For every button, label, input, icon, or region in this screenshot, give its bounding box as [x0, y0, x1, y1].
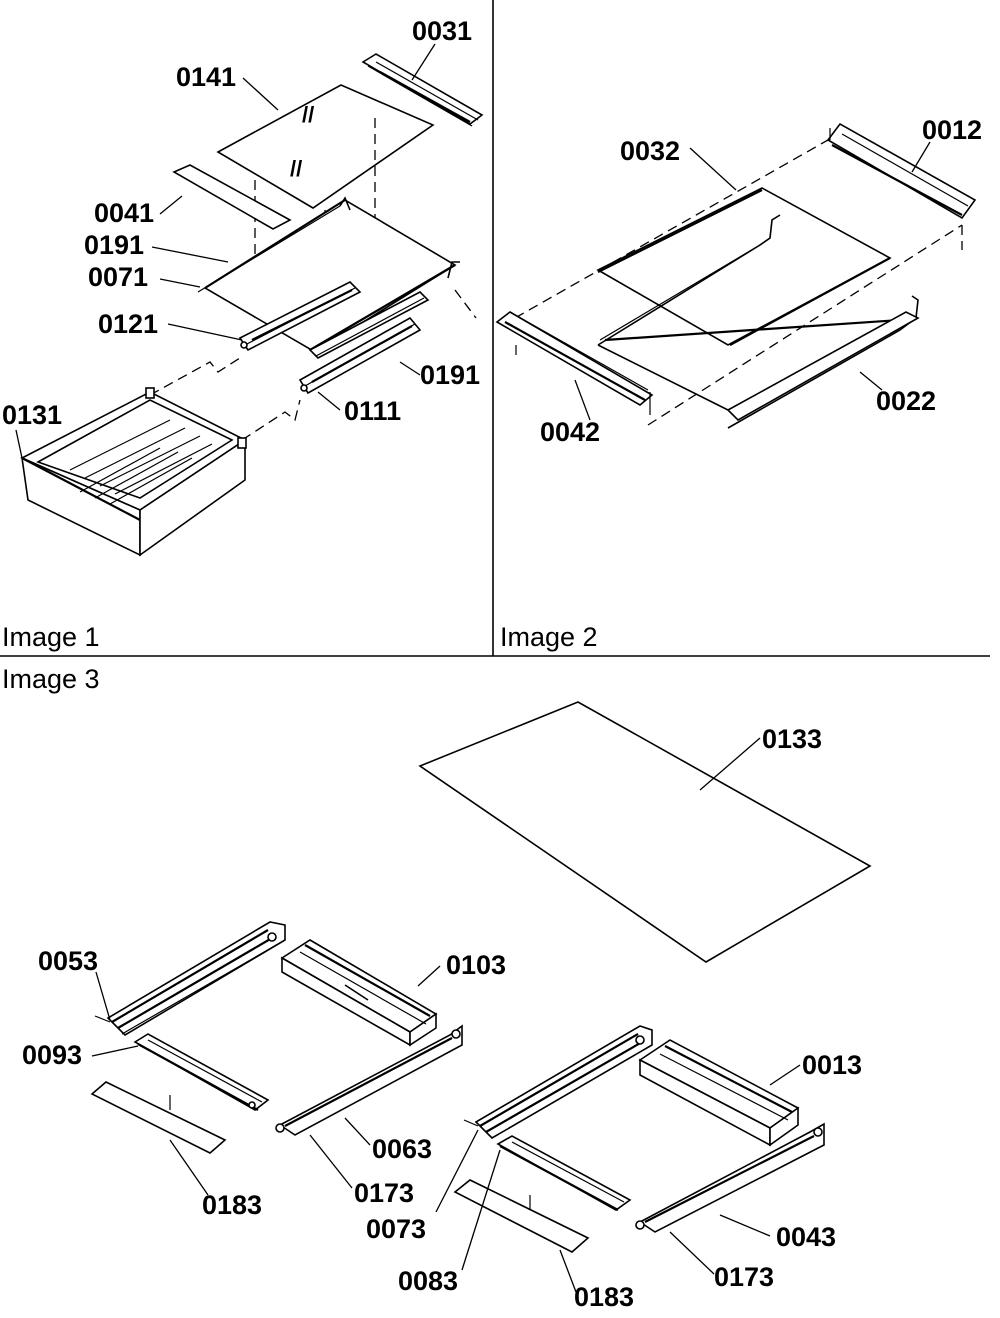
image1-panel: // //	[2, 16, 484, 652]
label-0173-right: 0173	[714, 1262, 774, 1292]
label-0053: 0053	[38, 946, 98, 976]
label-0022: 0022	[876, 386, 936, 416]
rail-0031	[361, 53, 484, 127]
front-strip-0041	[172, 164, 292, 230]
rail-0012	[826, 122, 977, 220]
label-0043: 0043	[776, 1222, 836, 1252]
label-0093: 0093	[22, 1040, 82, 1070]
label-0012: 0012	[922, 115, 982, 145]
label-0111: 0111	[344, 396, 401, 426]
panel-label-image1: Image 1	[2, 622, 100, 652]
label-0013: 0013	[802, 1050, 862, 1080]
label-0031: 0031	[412, 16, 472, 46]
label-0183-right: 0183	[574, 1282, 634, 1312]
label-0191-lower: 0191	[420, 360, 480, 390]
glass-shelf-0141	[216, 84, 435, 209]
crisper-drawer-0131	[20, 387, 247, 557]
label-0183-left: 0183	[202, 1190, 262, 1220]
front-strip-0042	[495, 311, 654, 406]
svg-text://: //	[302, 102, 314, 127]
label-0133: 0133	[762, 724, 822, 754]
svg-text://: //	[290, 156, 302, 181]
left-assembly	[90, 921, 463, 1154]
frame-0022	[597, 214, 920, 429]
label-0032: 0032	[620, 136, 680, 166]
image2-panel: 0032 0012 0042 0022 Image 2	[495, 115, 982, 652]
label-0191-upper: 0191	[84, 230, 144, 260]
panel-label-image3: Image 3	[2, 664, 100, 694]
label-0071: 0071	[88, 262, 148, 292]
glass-shelf-0133	[418, 701, 872, 963]
label-0041: 0041	[94, 198, 154, 228]
label-0173-left: 0173	[354, 1178, 414, 1208]
label-0083: 0083	[398, 1266, 458, 1296]
label-0121: 0121	[98, 309, 158, 339]
slide-rail-0111	[298, 316, 422, 395]
shelf-0032	[596, 187, 892, 346]
image3-panel: Image 3 0133	[2, 664, 872, 1312]
right-assembly	[453, 1025, 825, 1253]
label-0073: 0073	[366, 1214, 426, 1244]
label-0042: 0042	[540, 417, 600, 447]
slide-rail-0121	[238, 281, 362, 352]
label-0141: 0141	[176, 62, 236, 92]
label-0063: 0063	[372, 1134, 432, 1164]
panel-label-image2: Image 2	[500, 622, 598, 652]
label-0103: 0103	[446, 950, 506, 980]
shelf-frame	[197, 196, 477, 353]
label-0131: 0131	[2, 400, 62, 430]
